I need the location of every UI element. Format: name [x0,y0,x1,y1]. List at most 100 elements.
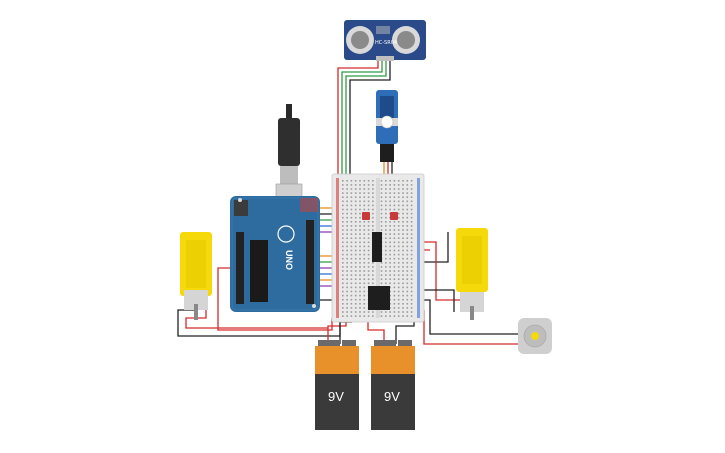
breadboard-hole [393,221,396,223]
breadboard-hole [406,212,409,215]
breadboard-hole [393,294,396,297]
breadboard-hole [406,257,409,260]
breadboard-hole [385,245,387,248]
breadboard-hole [380,204,383,207]
breadboard-hole [410,274,413,276]
breadboard-hole [397,253,400,256]
breadboard-hole [359,270,361,272]
breadboard-hole [385,208,387,211]
breadboard-hole [402,241,404,244]
breadboard-hole [385,200,387,203]
breadboard-hole [350,204,353,207]
breadboard-hole [380,315,383,317]
breadboard-hole [410,188,413,190]
breadboard-hole [367,180,370,182]
breadboard-hole [346,245,348,248]
breadboard-hole [410,225,413,227]
breadboard-hole [372,200,374,203]
breadboard-hole [393,204,396,207]
breadboard-hole [397,303,400,305]
breadboard-hole [350,221,353,223]
breadboard-hole [367,266,370,268]
breadboard-hole [367,204,370,207]
breadboard-hole [393,303,396,305]
breadboard-hole [342,294,344,297]
breadboard-hole [372,311,374,313]
breadboard-hole [393,307,396,309]
dc-motor [518,318,552,354]
breadboard-hole [350,266,353,268]
breadboard-hole [346,249,348,252]
breadboard-hole [354,233,357,235]
breadboard-hole [393,257,396,260]
breadboard-hole [380,212,383,215]
breadboard-hole [385,237,387,239]
breadboard-hole [350,225,353,227]
left-gear-motor [180,232,212,320]
breadboard-hole [393,270,396,272]
breadboard-hole [410,303,413,305]
breadboard-hole [385,192,387,194]
breadboard-hole [410,184,413,186]
breadboard-hole [346,290,348,293]
breadboard-hole [350,229,353,231]
breadboard-hole [380,311,383,313]
breadboard-hole [342,241,344,244]
breadboard-hole [342,204,344,207]
breadboard-hole [350,307,353,309]
breadboard-hole [346,282,348,285]
battery-2: 9V [371,340,415,430]
breadboard-hole [342,257,344,260]
breadboard-hole [363,253,366,256]
servo-motor [376,90,398,162]
breadboard-hole [402,196,404,198]
breadboard-hole [402,229,404,231]
breadboard-hole [389,262,391,264]
breadboard-hole [406,216,409,219]
breadboard-hole [406,253,409,256]
breadboard-hole [402,253,404,256]
breadboard-hole [367,229,370,231]
breadboard-hole [410,290,413,293]
breadboard-hole [346,307,348,309]
breadboard-hole [410,249,413,252]
breadboard-hole [363,290,366,293]
breadboard-hole [346,294,348,297]
breadboard-hole [393,315,396,317]
motor-driver-ic [372,232,382,262]
breadboard-hole [354,221,357,223]
breadboard-hole [385,184,387,186]
breadboard-hole [380,192,383,194]
breadboard-hole [363,241,366,244]
breadboard-hole [393,225,396,227]
breadboard-hole [346,253,348,256]
breadboard-hole [363,180,366,182]
breadboard-hole [363,298,366,301]
voltage-regulator-ic [368,286,390,310]
breadboard-hole [397,245,400,248]
breadboard-hole [346,192,348,194]
breadboard-hole [385,278,387,280]
breadboard-hole [385,249,387,252]
wire-dc-motor-a [420,299,520,335]
breadboard-hole [354,286,357,289]
breadboard-hole [406,180,409,182]
breadboard-hole [342,233,344,235]
breadboard-hole [385,204,387,207]
right-gear-motor [456,228,488,320]
battery-1: 9V [315,340,359,430]
breadboard-hole [380,180,383,182]
breadboard-hole [389,298,391,301]
breadboard-hole [372,204,374,207]
breadboard-hole [354,249,357,252]
breadboard-hole [402,282,404,285]
breadboard-hole [346,184,348,186]
breadboard-hole [372,212,374,215]
breadboard-hole [385,229,387,231]
breadboard-hole [359,278,361,280]
breadboard-hole [367,184,370,186]
breadboard-hole [372,196,374,198]
breadboard-hole [410,196,413,198]
breadboard-hole [342,253,344,256]
breadboard-hole [350,253,353,256]
